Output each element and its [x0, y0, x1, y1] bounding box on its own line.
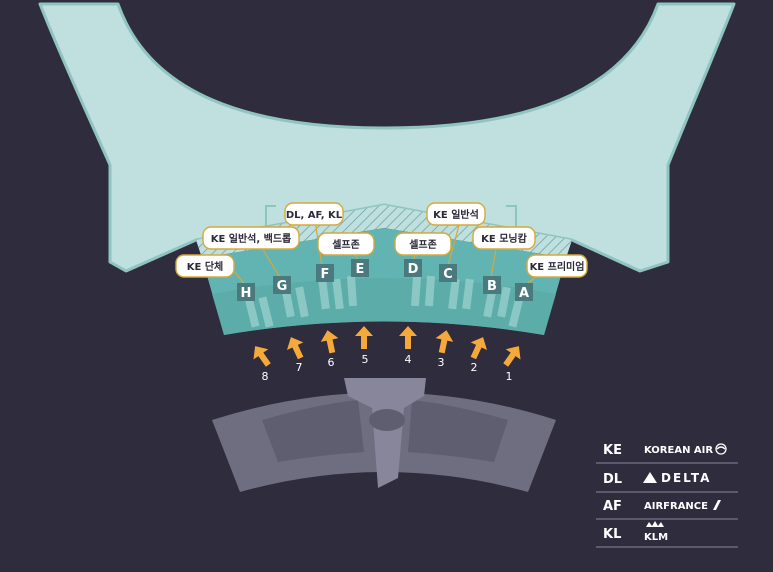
callout-text: KE 프리미엄 — [530, 260, 585, 273]
klm-crown-icon — [646, 521, 664, 527]
callout-text: KE 모닝캄 — [481, 232, 527, 245]
gate-arrows: 8 7 6 5 4 3 2 1 — [253, 326, 521, 383]
zone-letter: C — [443, 267, 453, 282]
callout-label: KE 모닝캄 — [472, 226, 536, 250]
zone-letter: H — [241, 286, 252, 301]
legend-row-kl: KL KLM — [596, 521, 738, 548]
gate-number: 1 — [506, 370, 513, 383]
airline-legend: KE KOREAN AIR DL DELTA AF AIRFRANCE KL KLM — [596, 443, 738, 548]
gate-7-arrow: 7 — [286, 337, 304, 374]
gate-3-arrow: 3 — [435, 330, 454, 369]
zone-letter: B — [487, 279, 497, 294]
legend-row-ke: KE KOREAN AIR — [596, 443, 738, 464]
gate-number: 2 — [471, 361, 478, 374]
zone-badge-a: A — [515, 283, 533, 301]
delta-widget-icon — [643, 472, 657, 483]
zone-letter: A — [519, 286, 529, 301]
callout-label: KE 일반석, 백드롭 — [202, 226, 300, 250]
zone-letter: E — [356, 262, 365, 277]
apron-center-ramp — [344, 378, 426, 488]
legend-code: DL — [603, 472, 622, 487]
apron-road-left-lane — [262, 400, 364, 462]
zone-letter: F — [321, 267, 330, 282]
legend-code: KE — [603, 443, 622, 458]
callout-text: 셀프존 — [332, 238, 360, 251]
callout-label: DL, AF, KL — [284, 202, 344, 226]
up-arrow-icon — [503, 346, 521, 367]
up-arrow-icon — [435, 330, 454, 354]
callout-label: 셀프존 — [394, 232, 452, 256]
counter-islands — [244, 275, 524, 328]
legend-row-dl: DL DELTA — [596, 471, 738, 493]
legend-code: KL — [603, 527, 621, 542]
up-arrow-icon — [399, 326, 417, 349]
callout-text: KE 일반석, 백드롭 — [211, 232, 292, 245]
terminal-building — [38, 2, 736, 273]
up-arrow-icon — [320, 330, 339, 354]
legend-code: AF — [603, 499, 622, 514]
legend-airline-name: DELTA — [661, 471, 711, 485]
gate-number: 8 — [262, 370, 269, 383]
legend-row-af: AF AIRFRANCE — [596, 499, 738, 520]
legend-airline-name: KLM — [644, 532, 668, 543]
zone-badge-d: D — [404, 259, 422, 277]
korean-air-taeguk-icon — [715, 443, 727, 455]
callout-text: KE 일반석 — [433, 208, 479, 221]
gate-5-arrow: 5 — [355, 326, 373, 366]
zone-letter: D — [408, 262, 419, 277]
zone-letter: G — [277, 279, 288, 294]
bracket-right — [506, 205, 517, 228]
gate-number: 5 — [362, 353, 369, 366]
zone-badge-e: E — [351, 259, 369, 277]
gate-6-arrow: 6 — [320, 330, 339, 369]
zone-badge-c: C — [439, 264, 457, 282]
gate-number: 6 — [328, 356, 335, 369]
gate-number: 3 — [438, 356, 445, 369]
zone-badge-b: B — [483, 276, 501, 294]
callout-label: 셀프존 — [317, 232, 375, 256]
up-arrow-icon — [355, 326, 373, 349]
callout-label: KE 단체 — [175, 254, 235, 278]
zone-badge-h: H — [237, 283, 255, 301]
up-arrow-icon — [470, 337, 488, 360]
apron-road-right-lane — [408, 400, 508, 462]
bracket-left — [265, 205, 276, 228]
callout-text: DL, AF, KL — [286, 210, 343, 221]
gate-number: 4 — [405, 353, 412, 366]
legend-airline-name: AIRFRANCE — [644, 501, 708, 512]
gate-2-arrow: 2 — [470, 337, 488, 374]
gate-number: 7 — [296, 361, 303, 374]
zone-badge-g: G — [273, 276, 291, 294]
gate-4-arrow: 4 — [399, 326, 417, 366]
gate-1-arrow: 1 — [503, 346, 521, 383]
apron-center-hub — [369, 409, 405, 431]
legend-airline-name: KOREAN AIR — [644, 445, 713, 456]
callout-label: KE 프리미엄 — [526, 254, 588, 278]
callout-label: KE 일반석 — [426, 202, 486, 226]
callout-text: KE 단체 — [187, 260, 223, 273]
up-arrow-icon — [253, 346, 271, 367]
zone-badges: H G F E D C B A — [237, 259, 533, 301]
airfrance-stripe-icon — [713, 500, 721, 510]
gate-8-arrow: 8 — [253, 346, 271, 383]
callout-text: 셀프존 — [409, 238, 437, 251]
zone-badge-f: F — [316, 264, 334, 282]
up-arrow-icon — [286, 337, 304, 360]
